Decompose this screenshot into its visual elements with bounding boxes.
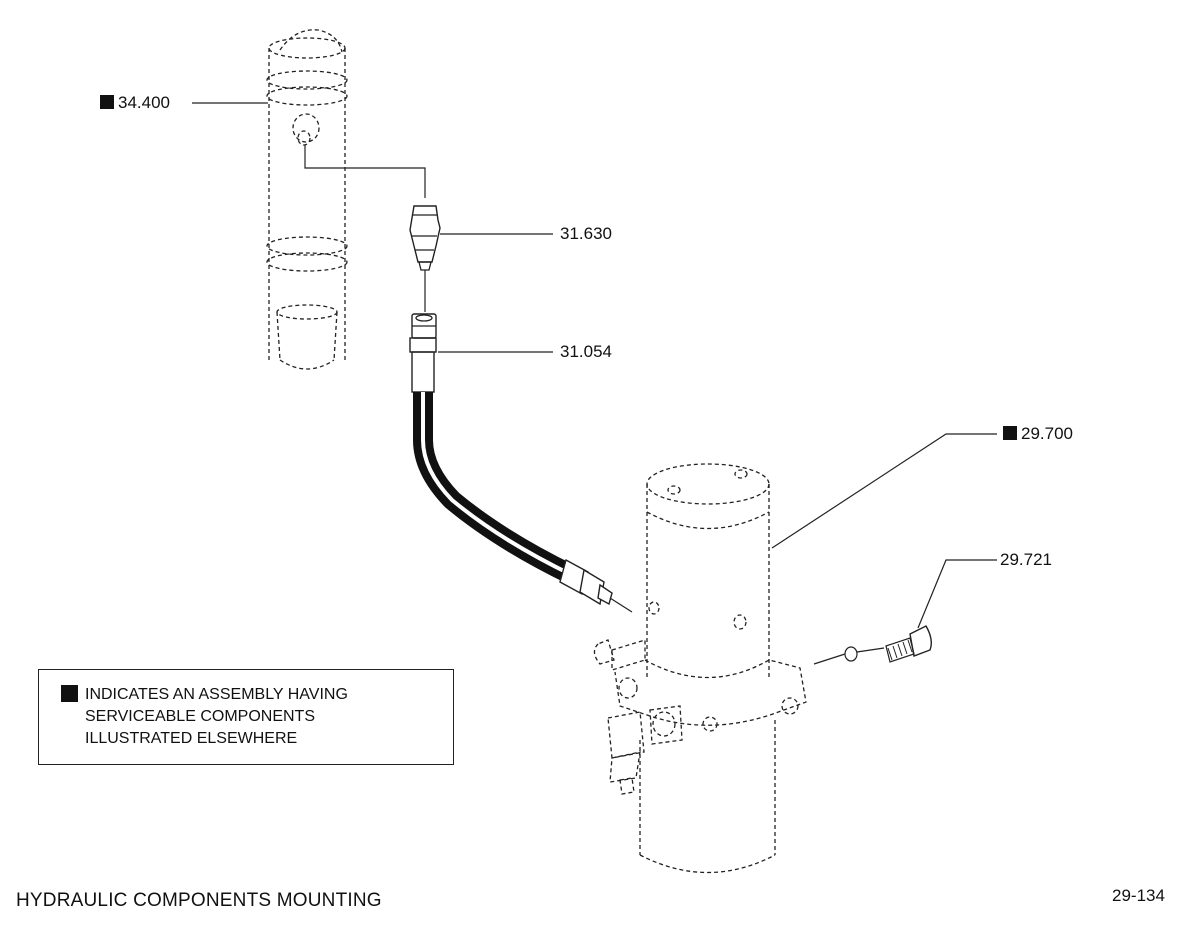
assembly-marker-icon bbox=[100, 95, 114, 109]
legend-box: INDICATES AN ASSEMBLY HAVING SERVICEABLE… bbox=[38, 669, 454, 765]
assembly-marker-icon bbox=[61, 685, 78, 702]
legend-line-2: SERVICEABLE COMPONENTS bbox=[85, 708, 315, 725]
fitting-31630 bbox=[409, 205, 441, 271]
leader-lines bbox=[192, 102, 997, 629]
callout-29700: 29.700 bbox=[1003, 424, 1073, 444]
assembly-marker-icon bbox=[1003, 426, 1017, 440]
page-title: HYDRAULIC COMPONENTS MOUNTING bbox=[16, 890, 382, 911]
page-number: 29-134 bbox=[1112, 886, 1165, 905]
callout-31630: 31.630 bbox=[560, 224, 612, 243]
hose-31054 bbox=[409, 313, 613, 606]
legend-line-3: ILLUSTRATED ELSEWHERE bbox=[85, 730, 298, 747]
pump-motor-29700 bbox=[593, 463, 807, 874]
callout-34400: 34.400 bbox=[100, 93, 170, 113]
callout-29721: 29.721 bbox=[1000, 550, 1052, 569]
screw-29721 bbox=[844, 625, 933, 663]
cylinder-34400 bbox=[266, 29, 348, 370]
callout-31054: 31.054 bbox=[560, 342, 612, 361]
legend-line-1: INDICATES AN ASSEMBLY HAVING bbox=[61, 684, 453, 706]
